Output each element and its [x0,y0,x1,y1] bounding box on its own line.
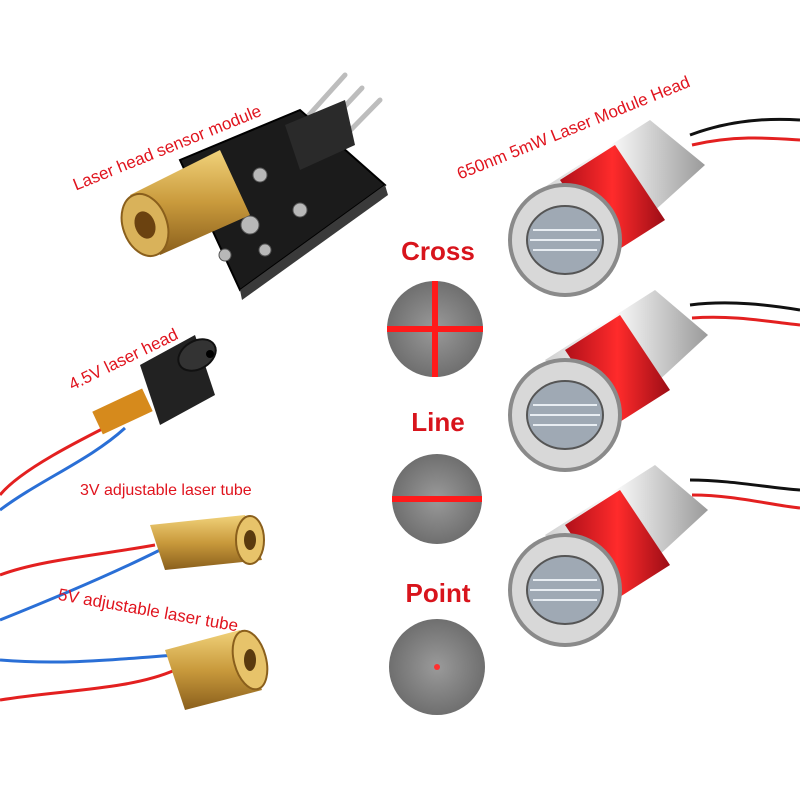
brass-laser-diode [120,150,250,257]
laser-module-head-3 [508,465,800,647]
pattern-point-circle [389,619,485,715]
laser-head-45v [0,335,217,512]
tube-3v-label: 3V adjustable laser tube [80,482,252,499]
laser-module-head-2 [508,290,800,472]
laser-tube-5v [0,629,269,710]
pattern-cross-title: Cross [401,236,475,266]
pattern-line-circle [392,454,482,544]
pattern-point-title: Point [405,578,471,608]
flex-cable [92,388,153,435]
laser-module-head-1 [508,117,800,297]
pin-header [285,100,355,170]
pattern-cross-circle [387,281,483,377]
laser-tube-3v [0,515,265,622]
sensor-module [120,72,388,300]
pattern-line-title: Line [411,407,465,437]
